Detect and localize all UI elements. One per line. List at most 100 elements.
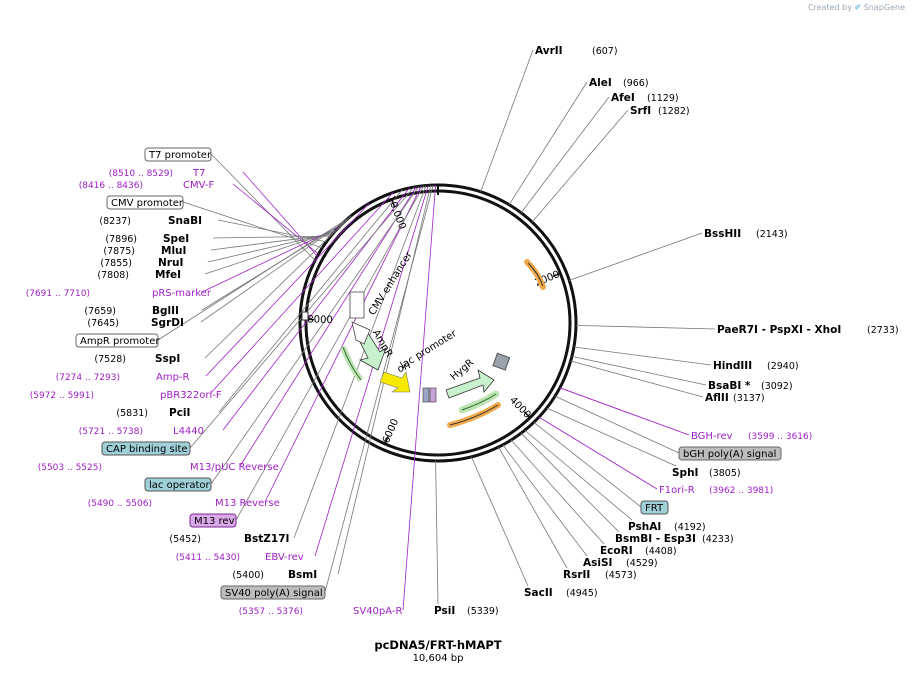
- site-position: (5339): [467, 606, 499, 617]
- leader-lines: [157, 49, 716, 611]
- site-name: HindIII: [713, 360, 752, 372]
- site-name: M13 Reverse: [215, 498, 280, 509]
- site-name: T7: [192, 168, 205, 179]
- site-name: MluI: [161, 245, 186, 257]
- site-position: (7691 .. 7710): [26, 289, 90, 299]
- feature-tag-box: [106, 195, 184, 210]
- site-name: pRS-marker: [152, 288, 212, 299]
- feature-tag[interactable]: FRT: [640, 500, 669, 515]
- site-label: (5357 .. 5376)SV40pA-R: [239, 606, 403, 617]
- site-name: SgrDI: [151, 317, 184, 329]
- leader: [508, 81, 588, 205]
- site-label: AvrII(607): [535, 45, 618, 57]
- plasmid-length: 10,604 bp: [413, 653, 464, 664]
- site-label: (7659)BglII: [84, 305, 179, 317]
- feature-tag-label: FRT: [645, 503, 664, 514]
- small-feature-box: [301, 311, 309, 321]
- site-position: (7528): [94, 354, 126, 365]
- ampr-green-line-core: [342, 346, 362, 381]
- leader: [471, 456, 529, 587]
- site-label: AsiSI(4529): [583, 557, 658, 569]
- feature-tag[interactable]: M13 rev: [189, 513, 237, 528]
- primer-leader: [402, 184, 436, 611]
- site-label: BGH-rev(3599 .. 3616): [691, 431, 812, 442]
- feature-tag-box: [189, 513, 237, 528]
- credit-brand: SnapGene: [863, 3, 905, 12]
- snapgene-icon: ✐: [854, 3, 862, 12]
- leader: [498, 446, 568, 569]
- leader: [210, 233, 333, 251]
- feature-tag[interactable]: AmpR promoter: [75, 333, 160, 348]
- site-labels: AvrII(607)AleI(966)AfeI(1129)SrfI(1282)B…: [26, 45, 899, 617]
- leader: [435, 460, 439, 605]
- primer-leader: [209, 192, 394, 395]
- leader: [520, 96, 610, 214]
- site-label: (7528)SspI: [94, 353, 180, 365]
- site-label: (7645)SgrDI: [87, 317, 183, 329]
- site-name: MfeI: [155, 269, 181, 281]
- site-label: (7875) MluI: [103, 245, 186, 257]
- credit-prefix: Created by: [807, 3, 852, 12]
- lac-promoter-box: [422, 387, 430, 403]
- site-label: (7808) MfeI: [97, 269, 181, 281]
- site-position: (7855): [100, 258, 132, 269]
- ampr-green-line: [340, 345, 364, 382]
- leader: [571, 355, 707, 386]
- site-position: (607): [592, 46, 618, 57]
- site-label: (7896)SpeI: [105, 233, 189, 245]
- site-position: (7875): [103, 246, 135, 257]
- site-name: BsaBI *: [708, 380, 751, 392]
- ori-arrow: [379, 371, 411, 393]
- site-name: BGH-rev: [691, 431, 733, 442]
- feature-tag[interactable]: CMV promoter: [106, 195, 184, 210]
- leader: [217, 219, 327, 243]
- site-name: SphI: [672, 467, 698, 479]
- site-position: (5452): [169, 534, 201, 545]
- inner-feature-label: ori: [396, 360, 412, 375]
- feature-tag[interactable]: lac operator: [144, 477, 212, 492]
- feature-tag[interactable]: bGH poly(A) signal: [678, 446, 782, 461]
- site-label: (7691 .. 7710) pRS-marker: [26, 288, 212, 299]
- feature-tag[interactable]: T7 promoter: [144, 147, 212, 162]
- site-position: (3137): [733, 393, 765, 404]
- feature-tag-box: [101, 441, 191, 456]
- site-position: (7659): [84, 306, 116, 317]
- site-position: (4945): [566, 588, 598, 599]
- site-position: (3962 .. 3981): [709, 486, 773, 496]
- site-position: (7808): [97, 270, 129, 281]
- site-name: EBV-rev: [265, 552, 304, 563]
- site-position: (3092): [761, 381, 793, 392]
- lac-operator-box: [429, 387, 437, 403]
- feature-leader: [554, 395, 680, 454]
- site-label: (7274 .. 7293)Amp-R: [56, 372, 190, 383]
- leader: [480, 49, 534, 192]
- leader: [235, 185, 424, 521]
- site-name: BssHII: [704, 228, 741, 240]
- site-position: (8237): [99, 216, 131, 227]
- tick-1: [523, 411, 531, 419]
- site-label: BssHII(2143): [704, 228, 788, 240]
- site-label: (5411 .. 5430)EBV-rev: [176, 552, 304, 563]
- site-label: (5452)BstZ17I: [169, 533, 289, 545]
- site-label: BsmBI - Esp3I(4233): [615, 533, 734, 545]
- leader: [210, 186, 420, 485]
- inner-feature-label: HygR: [449, 357, 477, 383]
- leader: [207, 232, 334, 263]
- primer-leader: [232, 183, 319, 255]
- feature-tag-label: T7 promoter: [148, 150, 212, 161]
- site-position: (7274 .. 7293): [56, 373, 120, 383]
- leader: [182, 201, 323, 249]
- orange-feature-arrow-core: [527, 262, 544, 287]
- site-name: AleI: [589, 77, 612, 89]
- site-name: SnaBI: [168, 215, 202, 227]
- site-label: AfeI(1129): [611, 92, 679, 104]
- feature-tag[interactable]: CAP binding site: [101, 441, 191, 456]
- tick-4: [391, 199, 396, 208]
- leader: [510, 439, 605, 545]
- site-position: (4233): [702, 534, 734, 545]
- primer-leader: [538, 416, 658, 490]
- site-name: AsiSI: [583, 557, 612, 569]
- site-label: SphI(3805): [672, 467, 741, 479]
- feature-tag[interactable]: SV40 poly(A) signal: [220, 585, 326, 600]
- site-label: (5400)BsmI: [232, 569, 317, 581]
